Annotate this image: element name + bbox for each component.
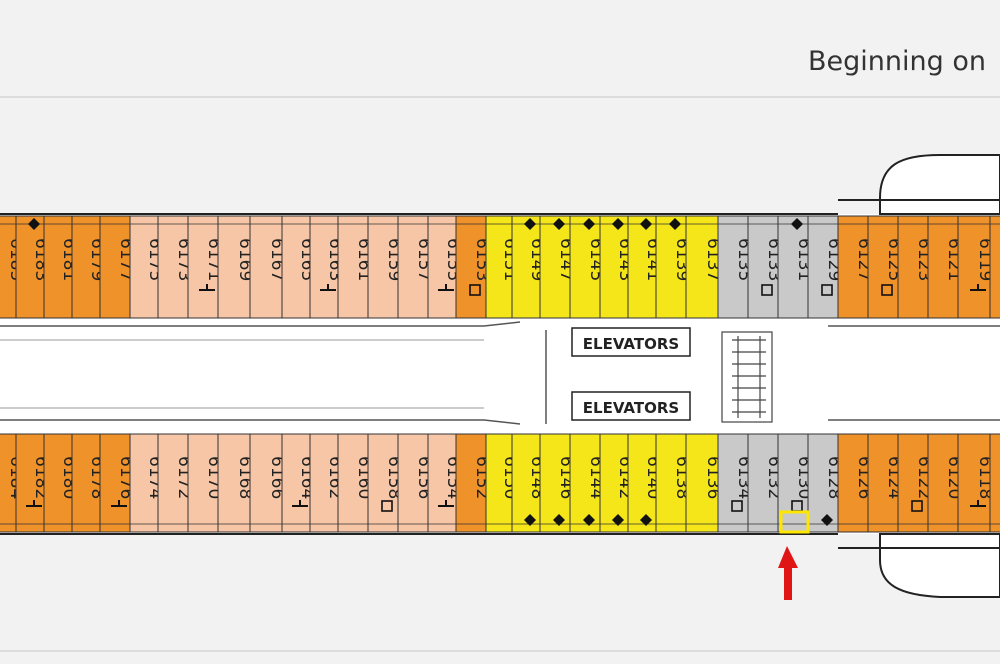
diamond-icon — [821, 514, 833, 526]
cabin-6122[interactable]: 6122 — [897, 433, 934, 533]
square-icon — [911, 500, 923, 512]
cabin-6166[interactable]: 6166 — [249, 433, 287, 533]
footer-divider — [0, 650, 1000, 652]
diamond-icon — [553, 218, 565, 230]
elevator-block-bottom: ELEVATORS — [571, 391, 691, 421]
cabin-6162[interactable]: 6162 — [309, 433, 345, 533]
tee-icon — [320, 284, 336, 291]
diamond-icon — [553, 514, 565, 526]
selection-highlight — [779, 510, 810, 534]
elevators-label-top: ELEVATORS — [583, 335, 679, 353]
cabin-6159[interactable]: 6159 — [367, 215, 404, 319]
tee-icon — [199, 284, 215, 291]
square-icon — [881, 284, 893, 296]
corridor — [0, 321, 1000, 425]
beginning-on-label: Beginning on — [808, 46, 986, 77]
diamond-icon — [583, 514, 595, 526]
tee-icon — [970, 500, 986, 507]
diamond-icon — [612, 514, 624, 526]
diamond-icon — [612, 218, 624, 230]
cabin-6140[interactable]: 6140 — [627, 433, 663, 533]
cabin-6165[interactable]: 6165 — [281, 215, 317, 319]
cabin-6133[interactable]: 6133 — [747, 215, 784, 319]
pointer-arrow-icon — [778, 546, 798, 600]
elevators-label-bottom: ELEVATORS — [583, 399, 679, 417]
tee-icon — [26, 500, 42, 507]
diamond-icon — [524, 514, 536, 526]
diamond-icon — [28, 218, 40, 230]
cabin-6118[interactable]: 6118 — [957, 433, 995, 533]
elevator-block-top: ELEVATORS — [571, 327, 691, 357]
square-icon — [731, 500, 743, 512]
cabin-6137[interactable]: 6137 — [685, 215, 723, 319]
cabin-6143[interactable]: 6143 — [599, 215, 635, 319]
cabin-6179[interactable]: 6179 — [71, 215, 107, 319]
diamond-icon — [524, 218, 536, 230]
cabin-6181[interactable]: 6181 — [43, 215, 79, 319]
cabin-6168[interactable]: 6168 — [217, 433, 255, 533]
diamond-icon — [640, 218, 652, 230]
diamond-icon — [791, 218, 803, 230]
square-icon — [469, 284, 481, 296]
tee-icon — [438, 500, 454, 507]
diamond-icon — [669, 218, 681, 230]
diamond-icon — [583, 218, 595, 230]
cabin-6117[interactable]: 6117 — [989, 215, 1000, 319]
tee-icon — [970, 284, 986, 291]
tee-icon — [111, 500, 127, 507]
cabin-6145[interactable]: 6145 — [569, 215, 606, 319]
cabin-6151[interactable]: 6151 — [485, 215, 520, 319]
cabin-6119[interactable]: 6119 — [957, 215, 995, 319]
cabin-6136[interactable]: 6136 — [685, 433, 723, 533]
header-bar: Beginning on — [0, 0, 1000, 98]
tee-icon — [438, 284, 454, 291]
top-cabin-row: 6185618361816179617761756173617161696167… — [0, 215, 1000, 319]
cabin-6148[interactable]: 6148 — [511, 433, 547, 533]
bottom-cabin-row: 6184618261806178617661746172617061686166… — [0, 433, 1000, 533]
square-icon — [821, 284, 833, 296]
tee-icon — [292, 500, 308, 507]
diamond-icon — [640, 514, 652, 526]
square-icon — [761, 284, 773, 296]
cabin-6139[interactable]: 6139 — [655, 215, 692, 319]
square-icon — [381, 500, 393, 512]
cabin-6169[interactable]: 6169 — [217, 215, 255, 319]
cabin-6116[interactable]: 6116 — [989, 433, 1000, 533]
cabin-6167[interactable]: 6167 — [249, 215, 287, 319]
cabin-6183[interactable]: 6183 — [15, 215, 51, 319]
staircase — [721, 331, 773, 423]
